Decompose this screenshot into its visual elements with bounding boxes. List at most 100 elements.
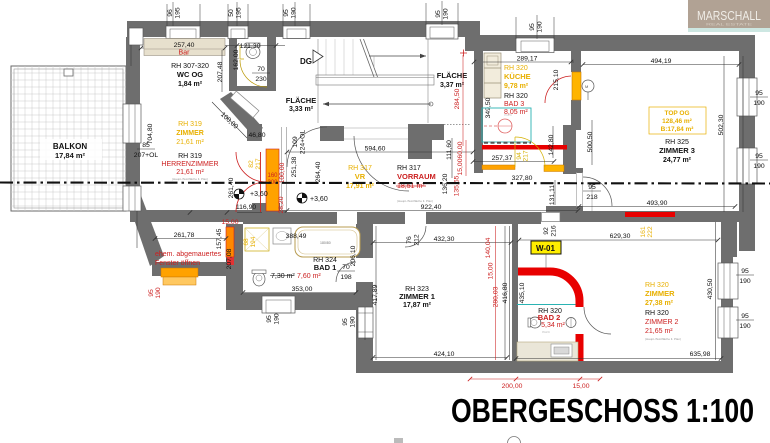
svg-text:95: 95 <box>755 153 763 160</box>
svg-text:95: 95 <box>342 318 349 326</box>
svg-text:18,51 m²: 18,51 m² <box>397 183 425 190</box>
svg-text:7,60 m²: 7,60 m² <box>297 273 321 280</box>
svg-text:RH 320: RH 320 <box>645 282 669 289</box>
svg-text:300: 300 <box>267 180 278 186</box>
svg-text:257,37: 257,37 <box>492 155 513 162</box>
svg-text:190: 190 <box>155 287 162 299</box>
svg-text:190: 190 <box>739 278 751 285</box>
svg-text:+3,60: +3,60 <box>250 191 268 198</box>
svg-text:190: 190 <box>739 323 751 330</box>
svg-text:27,38 m²: 27,38 m² <box>645 300 674 307</box>
svg-text:68: 68 <box>243 238 250 246</box>
svg-text:353,00: 353,00 <box>292 286 313 293</box>
svg-text:76: 76 <box>406 236 413 244</box>
svg-text:28,20: 28,20 <box>278 196 285 213</box>
svg-text:BALKON: BALKON <box>53 142 87 151</box>
svg-text:116,90: 116,90 <box>236 204 257 211</box>
svg-text:W-01: W-01 <box>536 244 556 253</box>
svg-text:RH 307-320: RH 307-320 <box>171 63 209 70</box>
svg-text:15,00: 15,00 <box>221 219 238 226</box>
svg-text:MARSCHALL: MARSCHALL <box>697 8 761 23</box>
svg-text:140,04: 140,04 <box>485 237 492 258</box>
svg-text:FLÄCHE: FLÄCHE <box>286 96 316 105</box>
svg-text:17,87 m²: 17,87 m² <box>403 302 432 309</box>
svg-text:388,49: 388,49 <box>286 233 307 240</box>
svg-text:15,00: 15,00 <box>457 158 464 175</box>
svg-text:162,00: 162,00 <box>233 49 240 70</box>
svg-text:494,19: 494,19 <box>651 58 672 65</box>
svg-text:BAD 1: BAD 1 <box>314 263 337 272</box>
svg-text:95: 95 <box>283 9 290 17</box>
svg-text:190: 190 <box>274 313 281 325</box>
svg-text:95: 95 <box>741 268 749 275</box>
svg-text:82: 82 <box>248 160 255 168</box>
svg-text:207,08: 207,08 <box>226 248 233 269</box>
svg-text:190: 190 <box>291 7 298 19</box>
svg-text:50: 50 <box>228 9 235 17</box>
svg-text:OBERGESCHOSS 1:100: OBERGESCHOSS 1:100 <box>451 392 754 429</box>
svg-text:RH 317: RH 317 <box>397 165 421 172</box>
svg-text:RH 323: RH 323 <box>405 286 429 293</box>
svg-text:493,90: 493,90 <box>647 200 668 207</box>
svg-text:284,50: 284,50 <box>454 88 461 109</box>
svg-text:RH 317: RH 317 <box>348 165 372 172</box>
svg-text:206,10: 206,10 <box>350 245 357 266</box>
svg-text:RH 320: RH 320 <box>538 308 562 315</box>
svg-text:+3,60: +3,60 <box>310 196 328 203</box>
svg-text:70: 70 <box>257 66 265 73</box>
svg-text:131,11: 131,11 <box>549 185 556 206</box>
svg-text:135,65: 135,65 <box>454 175 461 196</box>
svg-text:128,46 m²: 128,46 m² <box>662 118 692 125</box>
svg-text:251,38: 251,38 <box>291 156 298 177</box>
svg-text:B:17,84 m²: B:17,84 m² <box>661 126 695 133</box>
svg-text:629,30: 629,30 <box>610 233 631 240</box>
svg-text:(Haupt-/Nutzfläche lt. Plan): (Haupt-/Nutzfläche lt. Plan) <box>645 337 681 341</box>
svg-text:RH 319: RH 319 <box>178 153 202 160</box>
svg-text:218: 218 <box>586 194 598 201</box>
svg-text:HERRENZIMMER: HERRENZIMMER <box>161 161 218 168</box>
svg-text:ZIMMER 1: ZIMMER 1 <box>399 292 435 301</box>
svg-text:21,61 m²: 21,61 m² <box>176 139 204 146</box>
svg-text:RH 320: RH 320 <box>504 65 528 72</box>
svg-text:160: 160 <box>267 173 278 179</box>
svg-text:BAD 3: BAD 3 <box>504 101 524 108</box>
svg-text:704,80: 704,80 <box>147 123 154 144</box>
svg-text:15,00: 15,00 <box>488 262 495 279</box>
svg-text:180/80: 180/80 <box>320 241 331 245</box>
svg-text:21,61 m²: 21,61 m² <box>176 169 204 176</box>
svg-text:264,40: 264,40 <box>315 161 322 182</box>
svg-text:157,45: 157,45 <box>216 228 223 249</box>
svg-text:417,89: 417,89 <box>372 284 379 305</box>
svg-text:95: 95 <box>148 289 155 297</box>
svg-text:RH 324: RH 324 <box>313 257 337 264</box>
svg-text:85: 85 <box>142 142 150 149</box>
svg-text:RH 320: RH 320 <box>645 310 669 317</box>
svg-text:194: 194 <box>250 236 257 247</box>
svg-text:212: 212 <box>414 234 421 246</box>
svg-text:(Haupt-/Nutzfläche lt. Plan): (Haupt-/Nutzfläche lt. Plan) <box>397 199 433 203</box>
svg-text:(Haupt-/Nutzfläche lt. Plan): (Haupt-/Nutzfläche lt. Plan) <box>172 177 208 181</box>
svg-text:424,10: 424,10 <box>434 351 455 358</box>
svg-text:96: 96 <box>167 9 174 17</box>
svg-text:142,80: 142,80 <box>548 134 555 155</box>
svg-text:121,30: 121,30 <box>240 43 261 50</box>
svg-text:95: 95 <box>529 23 536 31</box>
svg-text:21,65 m²: 21,65 m² <box>645 328 673 335</box>
svg-text:217: 217 <box>255 158 262 170</box>
svg-text:24,77 m²: 24,77 m² <box>663 157 692 164</box>
svg-text:70: 70 <box>342 264 350 271</box>
svg-text:136,20: 136,20 <box>442 173 449 194</box>
svg-text:KÜCHE: KÜCHE <box>504 72 531 81</box>
svg-text:261,40: 261,40 <box>228 177 235 198</box>
svg-text:432,30: 432,30 <box>434 236 455 243</box>
svg-text:257,40: 257,40 <box>174 42 195 49</box>
svg-text:289,17: 289,17 <box>517 56 538 63</box>
svg-text:195: 195 <box>175 7 182 19</box>
svg-text:8,05 m²: 8,05 m² <box>504 109 528 116</box>
svg-text:261,78: 261,78 <box>174 232 195 239</box>
svg-text:5,34 m²: 5,34 m² <box>541 322 565 329</box>
svg-text:BAD 2: BAD 2 <box>538 313 561 322</box>
svg-text:327,80: 327,80 <box>512 175 533 182</box>
svg-text:Pozzi: Pozzi <box>504 113 512 117</box>
svg-text:95: 95 <box>741 313 749 320</box>
